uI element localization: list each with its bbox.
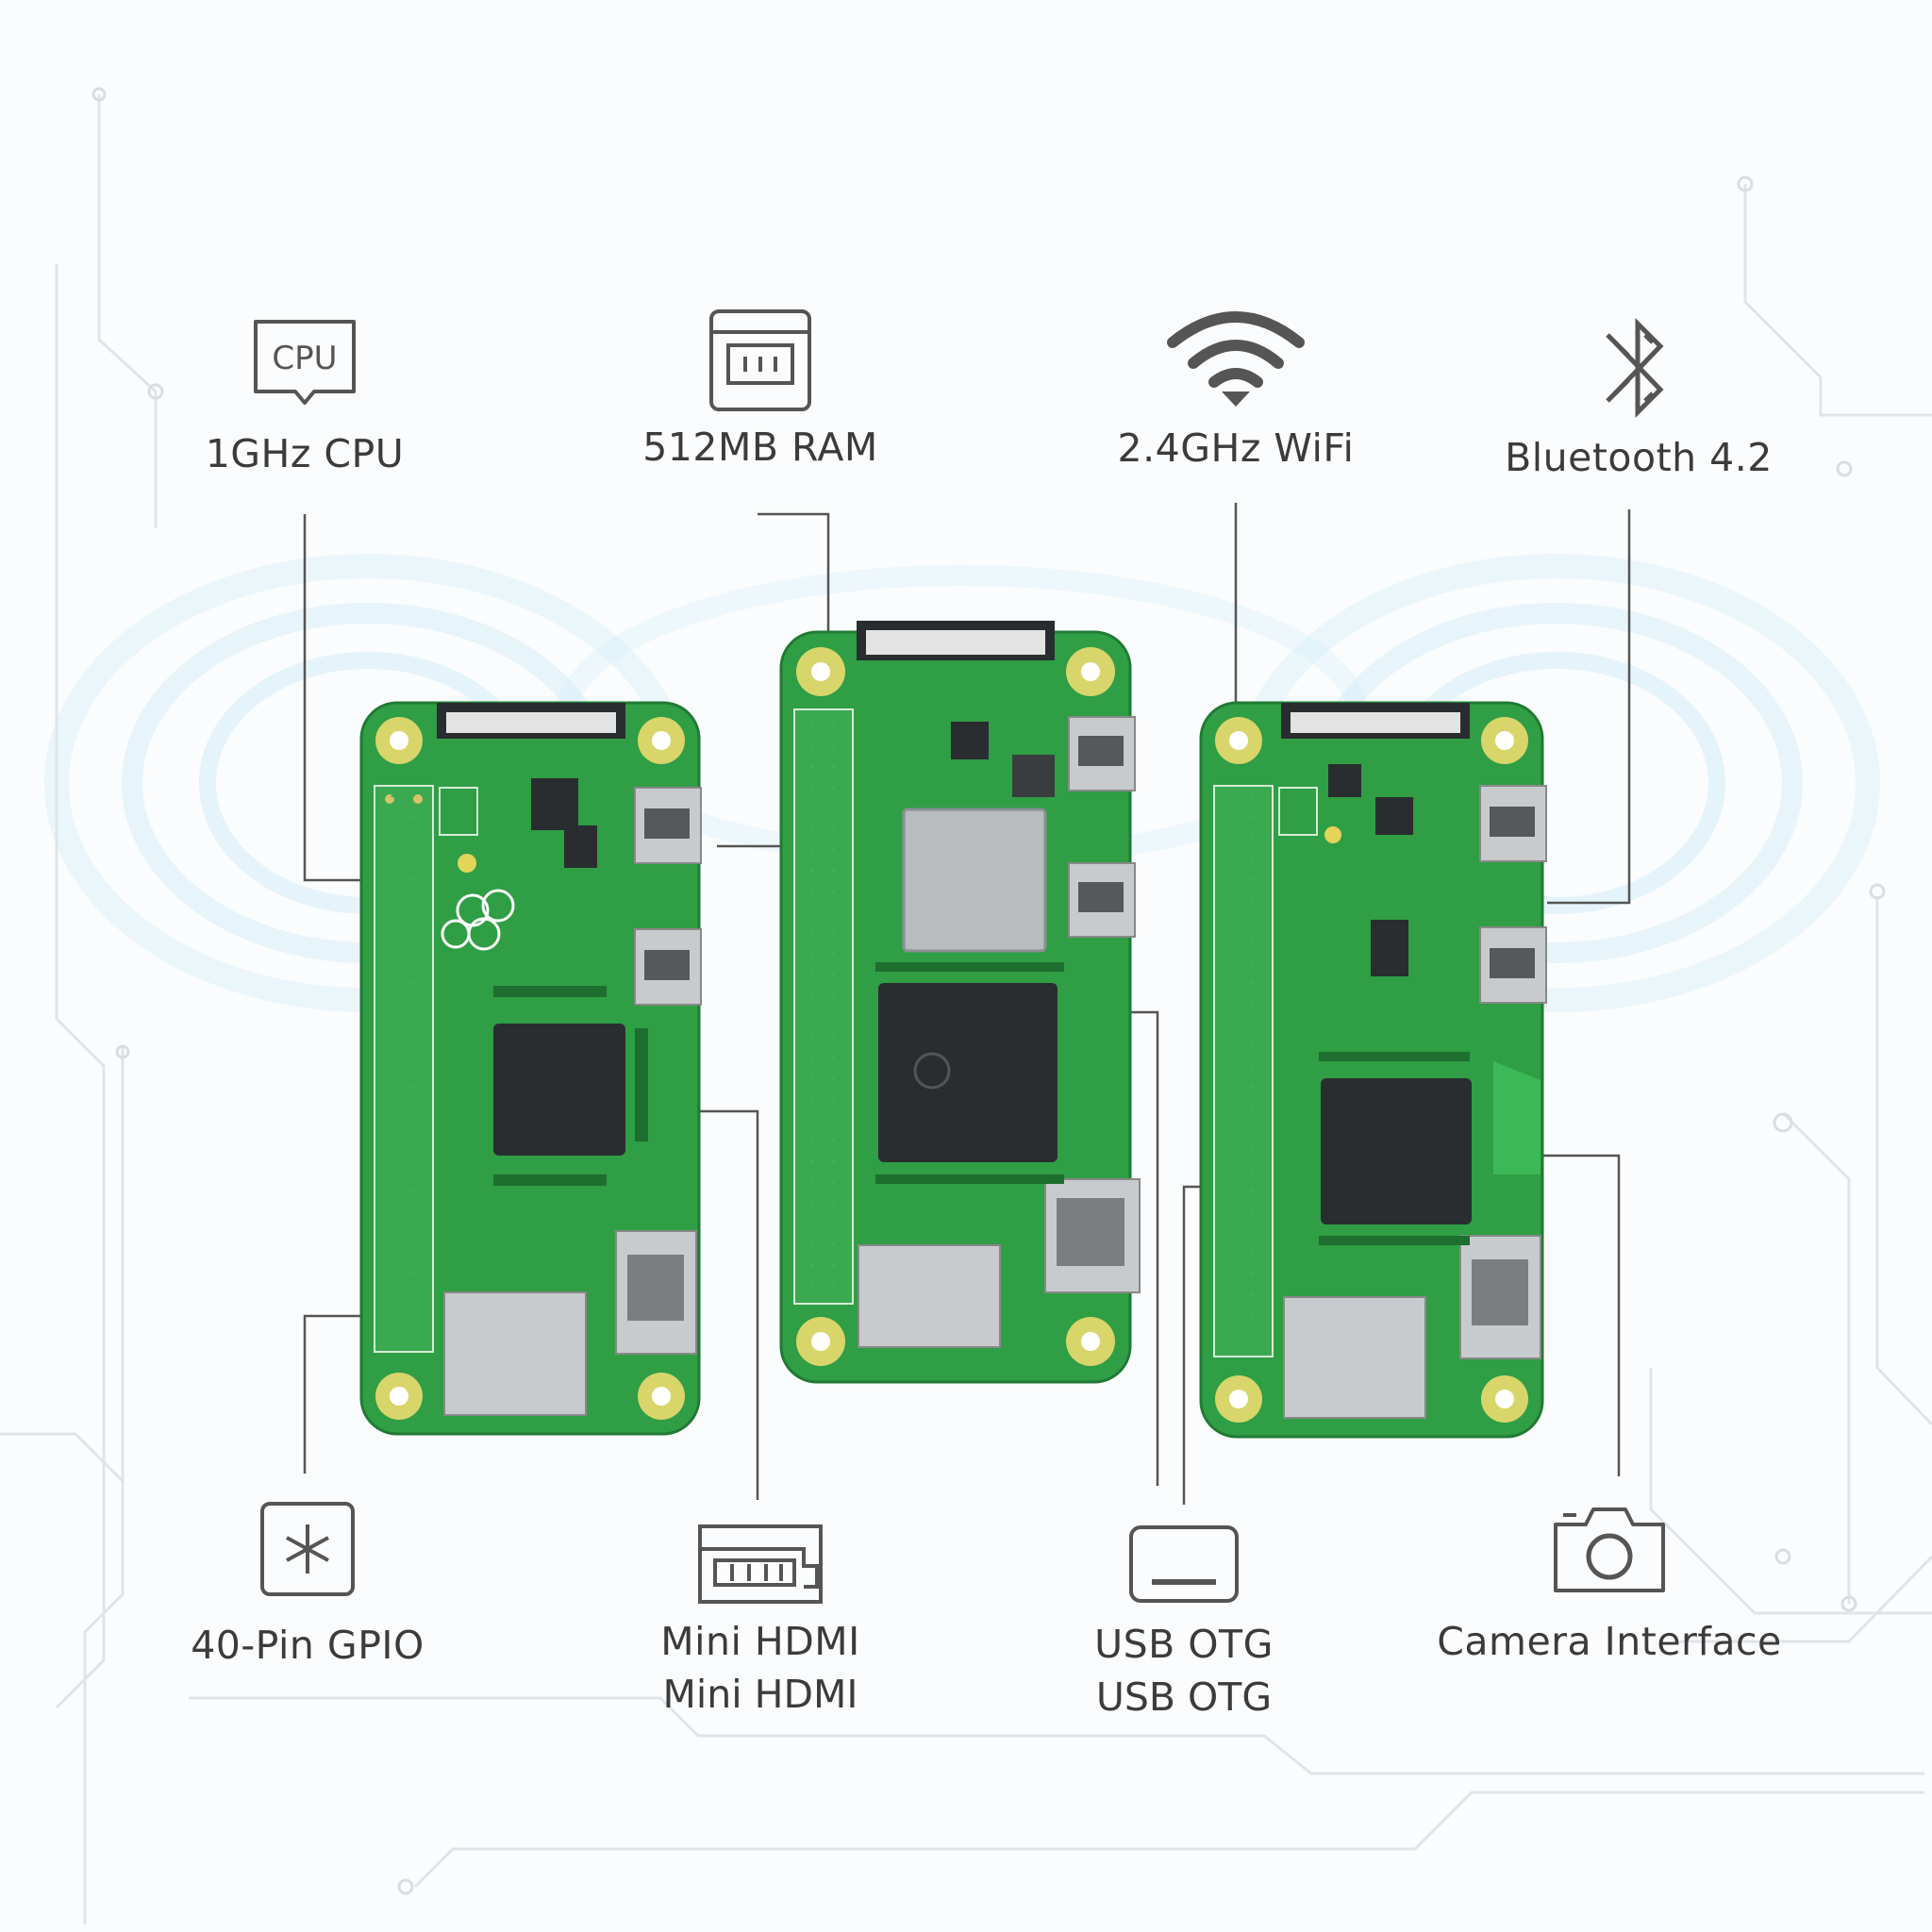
feature-bluetooth: Bluetooth 4.2 xyxy=(1450,307,1827,484)
ram-chip-icon xyxy=(709,309,811,411)
camera-icon xyxy=(1554,1507,1665,1592)
feature-ram: 512MB RAM xyxy=(572,308,949,474)
board-left xyxy=(359,701,702,1436)
feature-camera: Camera Interface xyxy=(1421,1502,1798,1668)
feature-wifi: 2.4GHz WiFi xyxy=(1047,307,1424,475)
feature-label-ram: 512MB RAM xyxy=(642,425,878,470)
feature-gpio: 40-Pin GPIO xyxy=(119,1500,496,1672)
feature-label-camera: Camera Interface xyxy=(1437,1619,1782,1664)
leader-usb-b xyxy=(1182,1185,1203,1505)
feature-cpu: CPU 1GHz CPU xyxy=(116,316,493,480)
cpu-icon-text: CPU xyxy=(272,340,337,377)
feature-label-cpu: 1GHz CPU xyxy=(205,431,405,476)
leader-hdmi xyxy=(693,1109,759,1500)
feature-label-hdmi: Mini HDMI xyxy=(660,1619,860,1664)
feature-label-hdmi-repeat: Mini HDMI xyxy=(662,1672,858,1717)
leader-cpu xyxy=(303,514,377,882)
usb-port-icon xyxy=(1129,1525,1239,1603)
background-circuit-traces xyxy=(0,94,1932,1924)
feature-label-usb: USB OTG xyxy=(1094,1622,1274,1667)
feature-usb: USB OTG USB OTG xyxy=(995,1524,1373,1724)
leader-gpio xyxy=(303,1314,377,1474)
board-right xyxy=(1199,701,1547,1439)
gpio-icon xyxy=(260,1502,355,1596)
feature-label-bluetooth: Bluetooth 4.2 xyxy=(1505,435,1773,480)
feature-label-usb-repeat: USB OTG xyxy=(1095,1674,1273,1720)
wifi-icon xyxy=(1167,311,1305,407)
cpu-icon: CPU xyxy=(254,320,356,405)
feature-label-wifi: 2.4GHz WiFi xyxy=(1117,425,1355,471)
board-center xyxy=(779,621,1141,1384)
hdmi-port-icon xyxy=(698,1524,823,1604)
feature-label-gpio: 40-Pin GPIO xyxy=(191,1623,425,1668)
leader-bluetooth xyxy=(1547,509,1631,905)
bluetooth-icon xyxy=(1606,317,1664,419)
feature-hdmi: Mini HDMI Mini HDMI xyxy=(572,1521,949,1721)
background-trace-nodes xyxy=(92,87,1886,1895)
